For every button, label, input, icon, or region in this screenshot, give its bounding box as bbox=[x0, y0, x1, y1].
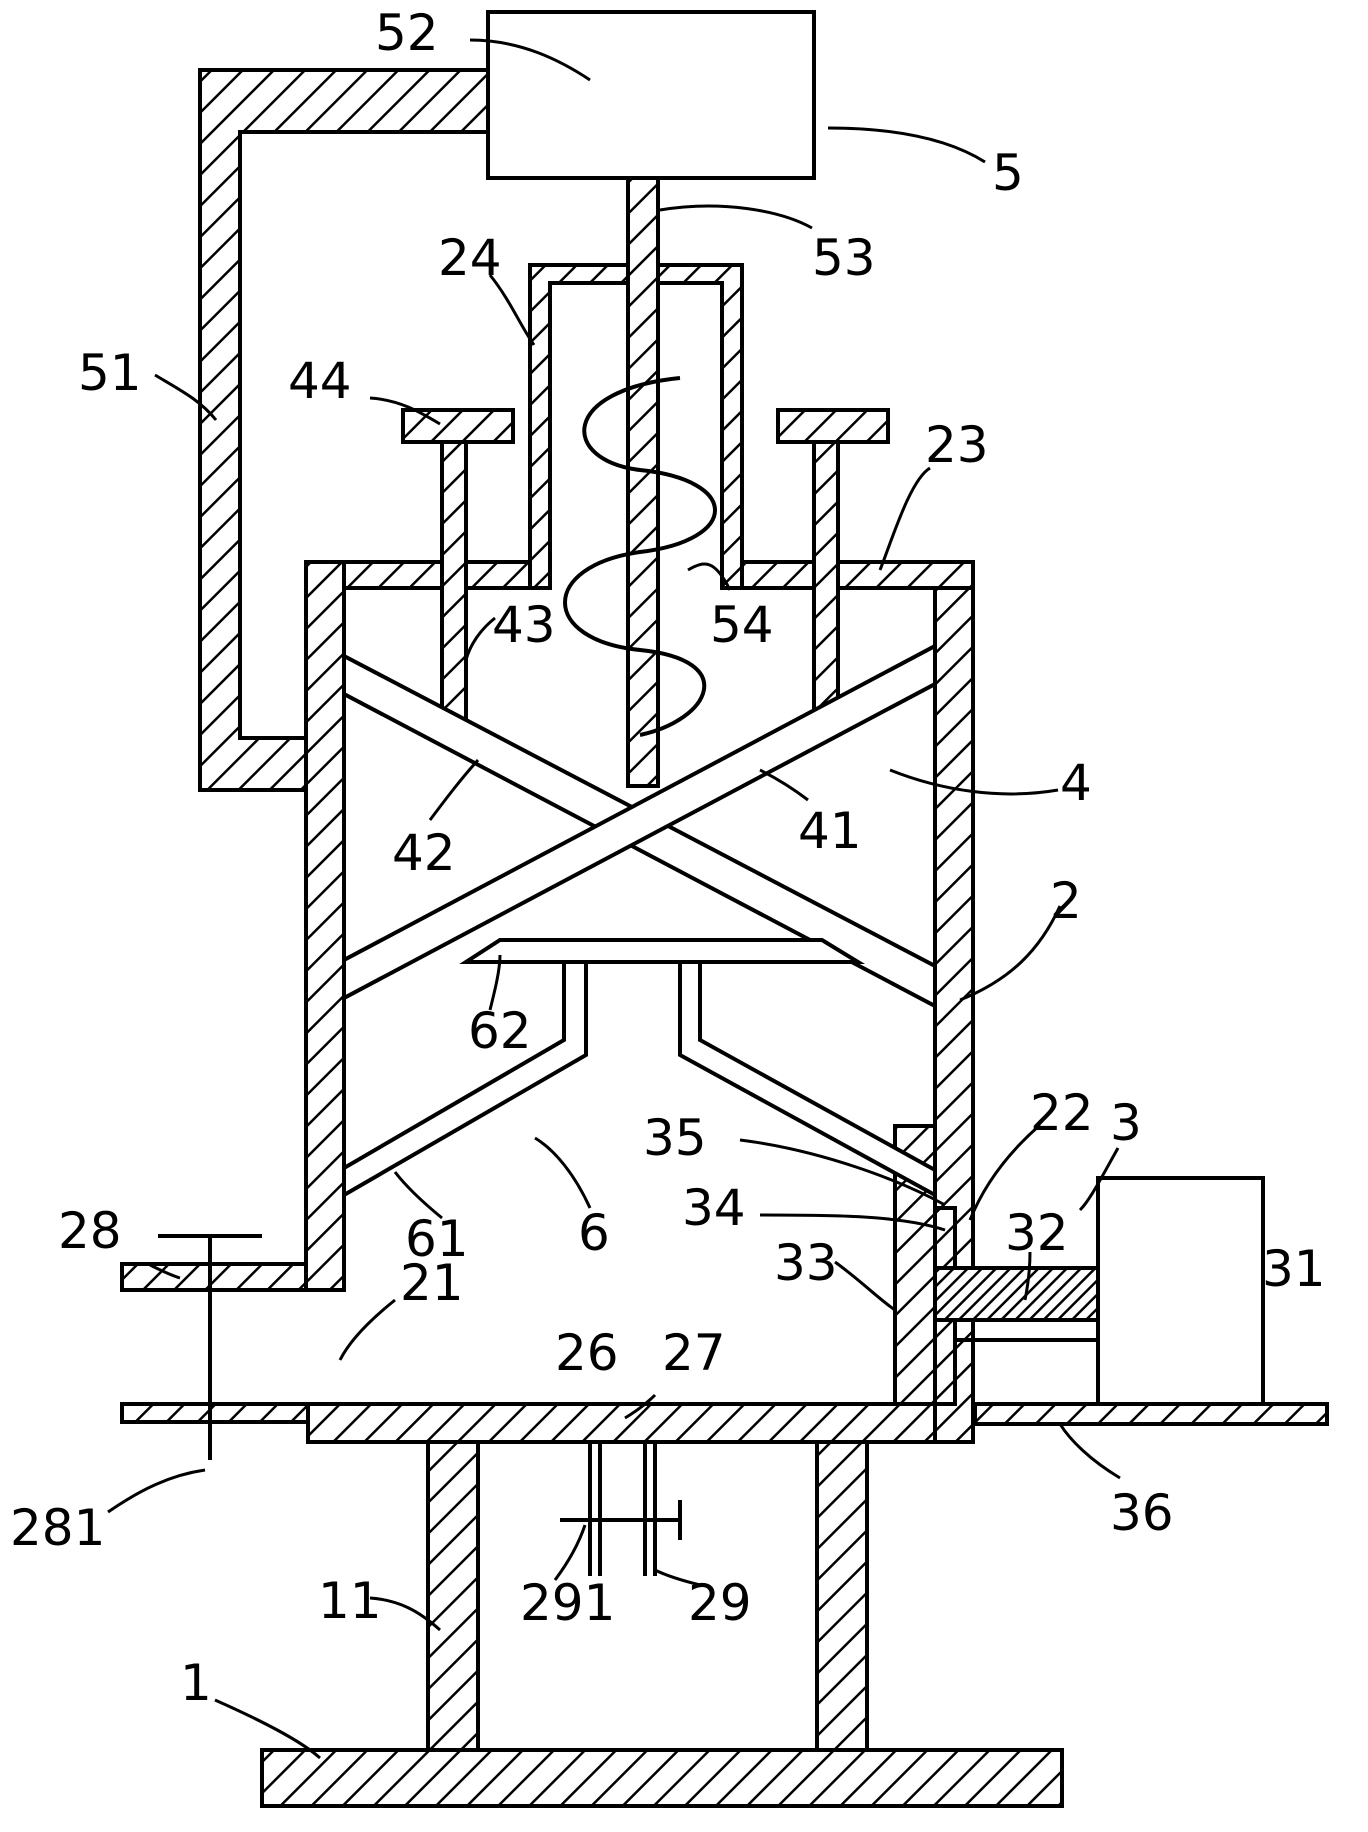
label-33: 33 bbox=[774, 1234, 838, 1292]
label-4: 4 bbox=[1060, 754, 1092, 812]
label-5: 5 bbox=[992, 144, 1024, 202]
leader-5 bbox=[827, 126, 986, 164]
leader-41 bbox=[759, 768, 809, 802]
label-62: 62 bbox=[468, 1002, 532, 1060]
leader-11 bbox=[369, 1596, 442, 1632]
label-41: 41 bbox=[798, 802, 862, 860]
right-shelf-plate-36 bbox=[973, 1402, 1329, 1426]
leader-54 bbox=[687, 562, 732, 591]
label-36: 36 bbox=[1110, 1484, 1174, 1542]
label-281: 281 bbox=[10, 1499, 105, 1557]
motor-box-52 bbox=[486, 10, 816, 180]
label-2: 2 bbox=[1050, 872, 1082, 930]
label-52: 52 bbox=[375, 4, 439, 62]
leader-3 bbox=[1078, 1147, 1120, 1212]
motor-31 bbox=[1096, 1176, 1265, 1406]
step-plate-28 bbox=[120, 1262, 310, 1292]
label-43: 43 bbox=[492, 596, 556, 654]
top-plate-23-right bbox=[738, 560, 975, 590]
leader-27 bbox=[624, 1393, 657, 1420]
label-42: 42 bbox=[392, 824, 456, 882]
support-leg-left bbox=[426, 1440, 480, 1752]
label-51: 51 bbox=[78, 344, 142, 402]
label-21: 21 bbox=[400, 1254, 464, 1312]
screen-62 bbox=[459, 938, 866, 964]
leader-51 bbox=[154, 373, 218, 421]
label-29: 29 bbox=[688, 1574, 752, 1632]
label-53: 53 bbox=[812, 229, 876, 287]
rod-43-right bbox=[812, 440, 840, 726]
label-34: 34 bbox=[682, 1179, 746, 1237]
rod-43-left bbox=[440, 440, 468, 726]
label-27: 27 bbox=[662, 1324, 726, 1382]
leader-52 bbox=[469, 38, 591, 82]
label-23: 23 bbox=[925, 416, 989, 474]
leader-22 bbox=[968, 1123, 1041, 1221]
leader-44 bbox=[369, 396, 441, 426]
base-plate bbox=[260, 1748, 1064, 1808]
leader-6 bbox=[534, 1136, 592, 1209]
stirring-shaft-53 bbox=[626, 176, 660, 788]
label-22: 22 bbox=[1030, 1084, 1094, 1142]
leader-28 bbox=[149, 1263, 181, 1280]
leader-23 bbox=[878, 466, 931, 571]
handle-44-right bbox=[776, 408, 890, 444]
inclined-plate-41 bbox=[342, 642, 937, 1002]
leader-1 bbox=[214, 1698, 322, 1760]
label-11: 11 bbox=[318, 1572, 382, 1630]
label-61: 61 bbox=[405, 1210, 469, 1268]
label-26: 26 bbox=[555, 1324, 619, 1382]
pusher-32 bbox=[933, 1266, 1100, 1322]
leader-4 bbox=[889, 768, 1059, 796]
funnel-right bbox=[678, 960, 937, 1199]
leader-43 bbox=[464, 616, 496, 661]
label-54: 54 bbox=[710, 596, 774, 654]
leader-291 bbox=[553, 1524, 587, 1581]
label-24: 24 bbox=[438, 229, 502, 287]
top-plate-23 bbox=[306, 560, 550, 590]
leader-2 bbox=[959, 905, 1062, 1002]
label-28: 28 bbox=[58, 1202, 122, 1260]
leader-53 bbox=[659, 204, 813, 230]
leader-24 bbox=[488, 274, 536, 346]
leader-21 bbox=[338, 1298, 396, 1361]
leader-35 bbox=[739, 1138, 946, 1207]
leader-281 bbox=[107, 1468, 206, 1514]
leader-36 bbox=[1058, 1423, 1121, 1480]
label-6: 6 bbox=[578, 1204, 610, 1262]
leader-61 bbox=[393, 1171, 443, 1220]
funnel-left-61 bbox=[342, 960, 588, 1199]
leader-32 bbox=[1023, 1251, 1032, 1301]
label-291: 291 bbox=[520, 1574, 615, 1632]
support-leg-right bbox=[815, 1440, 869, 1752]
label-32: 32 bbox=[1005, 1204, 1069, 1262]
bottom-plate bbox=[306, 1402, 940, 1444]
label-35: 35 bbox=[643, 1109, 707, 1167]
label-31: 31 bbox=[1262, 1240, 1326, 1298]
left-bracket-plate bbox=[120, 1402, 310, 1424]
leader-42 bbox=[428, 758, 480, 821]
leader-33 bbox=[834, 1260, 896, 1312]
label-3: 3 bbox=[1110, 1094, 1142, 1152]
label-44: 44 bbox=[288, 352, 352, 410]
housing-left-wall bbox=[304, 560, 346, 1292]
cylinder-24 bbox=[528, 263, 744, 590]
handle-44-left bbox=[401, 408, 515, 444]
leader-62 bbox=[488, 954, 502, 1011]
helical-screw-54 bbox=[563, 376, 717, 737]
label-1: 1 bbox=[180, 1654, 212, 1712]
leader-34 bbox=[759, 1213, 946, 1232]
leader-29 bbox=[654, 1568, 701, 1587]
